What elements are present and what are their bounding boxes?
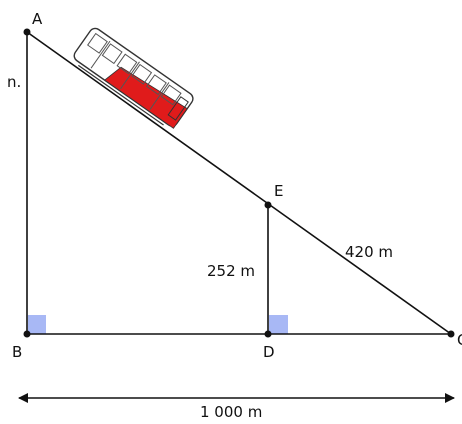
point-d xyxy=(264,330,272,338)
right-angle-marker-b xyxy=(28,315,46,334)
length-bc: 1 000 m xyxy=(200,403,262,419)
label-d: D xyxy=(263,343,275,361)
right-angle-marker-d xyxy=(269,315,288,334)
point-a xyxy=(23,28,31,36)
label-e: E xyxy=(274,182,283,200)
point-c xyxy=(447,330,455,338)
funicular-train-icon xyxy=(73,27,194,129)
label-b: B xyxy=(12,343,22,361)
label-a: A xyxy=(32,10,43,28)
segment-ac xyxy=(26,31,452,335)
length-ec: 420 m xyxy=(345,243,393,261)
point-b xyxy=(23,330,31,338)
point-e xyxy=(264,201,272,209)
label-c: C xyxy=(457,331,462,349)
length-ed: 252 m xyxy=(207,262,255,280)
side-ab-fragment: n. xyxy=(7,73,21,91)
